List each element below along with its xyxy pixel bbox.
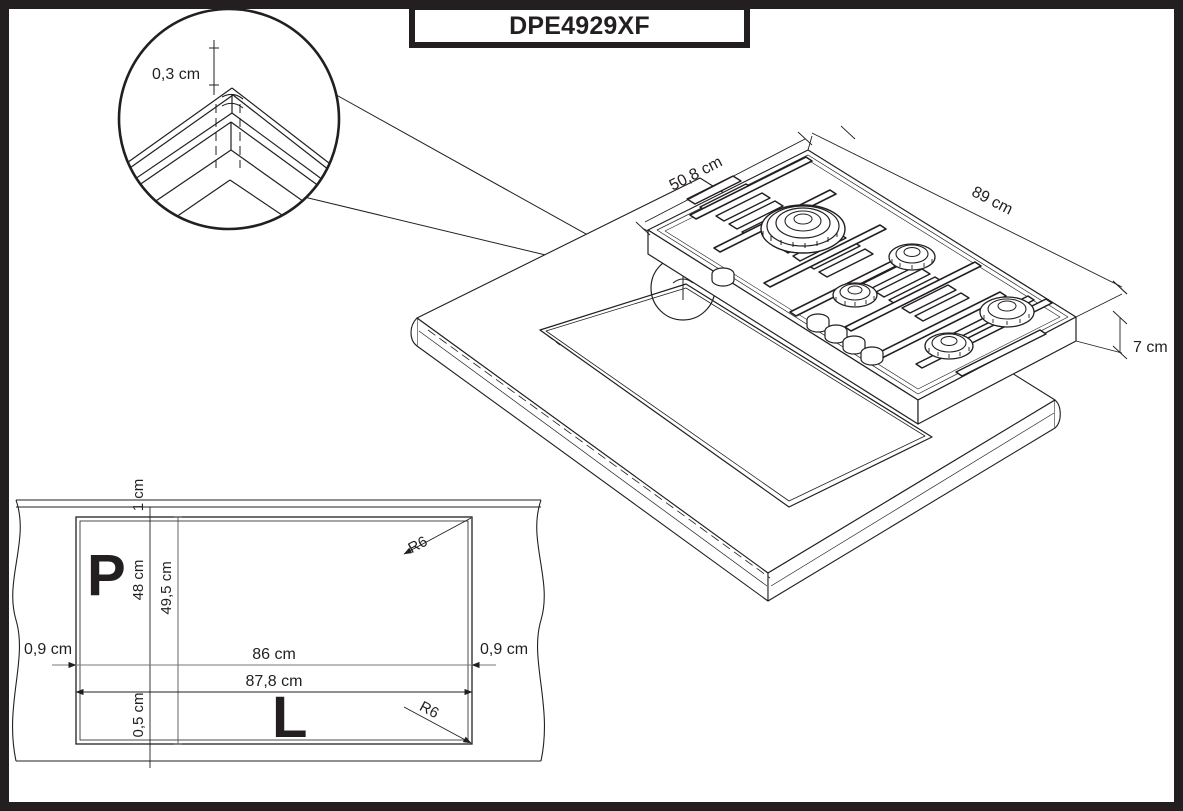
dimension-label-inner-width: 86 cm [252,646,296,663]
cutout-rectangle [75,516,473,745]
dimension-label-bottom-gap: 0,5 cm [130,692,147,737]
dimension-03cm [209,40,219,95]
dimension-depth-508 [635,131,813,236]
dimension-label-right-offset: 0,9 cm [480,641,528,658]
dimension-label-outer-width: 87,8 cm [246,673,303,690]
dimension-label-width: 89 cm [969,184,1016,219]
dimension-label-top-gap: 1 cm [130,479,147,512]
knob-2 [806,313,830,333]
knob-5 [860,346,884,366]
cutout-depth-letter: P [87,543,126,608]
dimension-label-detail: 0,3 cm [152,66,200,83]
burner-triple-ring [760,204,846,254]
knob-4 [842,335,866,355]
corner-radius-top-label: R6 [405,533,430,557]
burner-far-right [979,296,1035,328]
dimension-height-7 [1075,280,1128,360]
dimension-label-left-offset: 0,9 cm [24,641,72,658]
worktop-cutout-opening [539,283,933,508]
cutout-vertical-dimension-lines [146,499,182,768]
dimension-label-inner-depth: 48 cm [130,560,147,601]
model-number-label: DPE4929XF [509,11,650,40]
cooktop-control-knobs [711,267,884,366]
corner-radius-leaders [403,517,472,744]
corner-detail-geometry [119,9,339,229]
detail-circle-large [117,7,341,231]
worktop-hidden-edge [427,329,771,579]
dimension-label-height: 7 cm [1133,339,1168,356]
cutout-width-letter: L [272,685,307,750]
title-block: DPE4929XF [409,4,750,48]
dimension-label-outer-depth: 49,5 cm [158,561,175,614]
knob-3 [824,324,848,344]
burner-front-right [924,332,974,360]
knob-1 [711,267,735,287]
corner-radius-bottom-label: R6 [417,698,442,722]
burner-rear-right [888,243,936,271]
burner-centre-front [832,282,878,308]
cutout-plan-worktop-outline [12,499,545,762]
